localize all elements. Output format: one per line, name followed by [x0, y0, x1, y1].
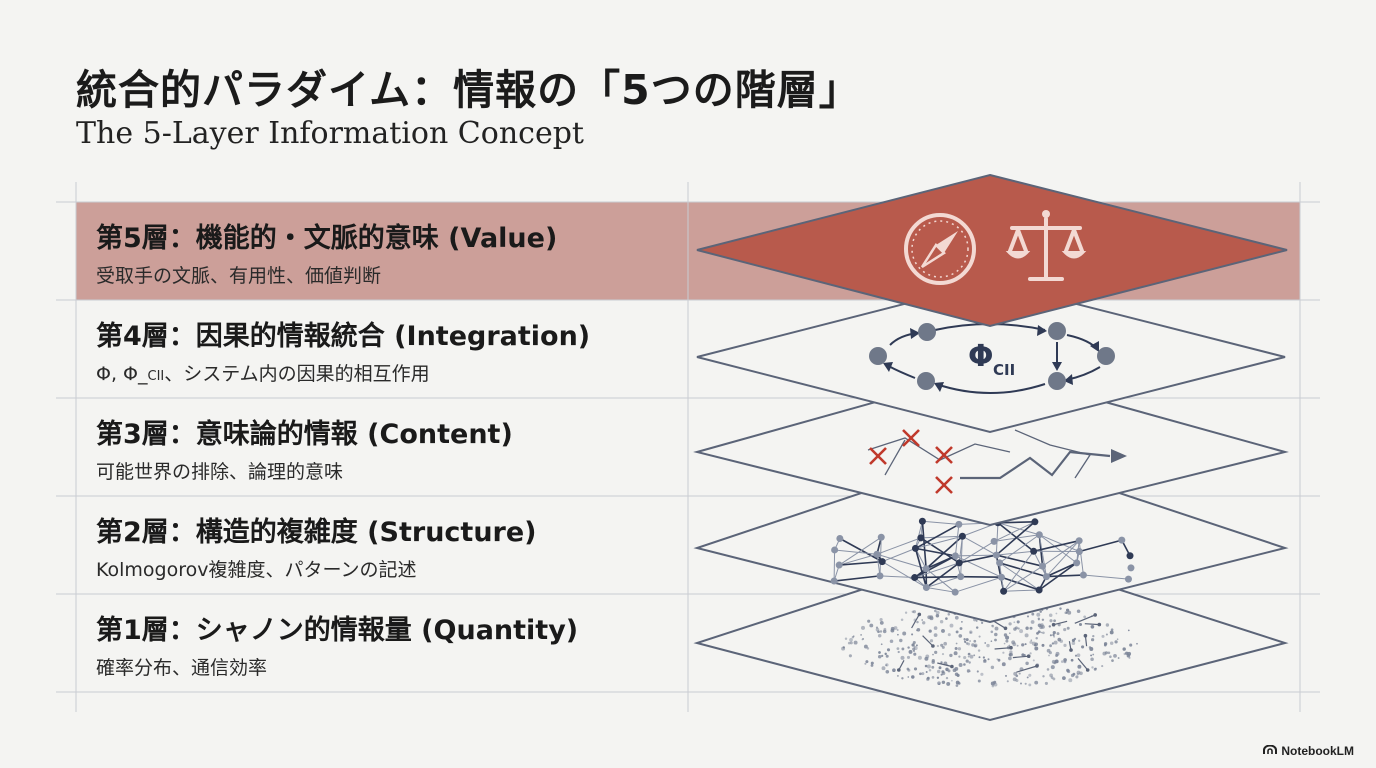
- brand-text: NotebookLM: [1281, 744, 1354, 758]
- layer-5-desc: 受取手の文脈、有用性、価値判断: [96, 265, 382, 287]
- layer-4-desc: Φ, Φ_CII、システム内の因果的相互作用: [96, 359, 590, 386]
- layer-3-title: 第3層：意味論的情報 (Content): [96, 419, 513, 450]
- page-title: 統合的パラダイム：情報の「5つの階層」: [76, 66, 861, 114]
- layer-row-2: 第2層：構造的複雑度 (Structure) Kolmogorov複雑度、パター…: [76, 496, 1300, 594]
- layer-4-desc-rest: 、システム内の因果的相互作用: [164, 363, 430, 385]
- layer-1-title: 第1層：シャノン的情報量 (Quantity): [96, 615, 579, 646]
- page-subtitle: The 5-Layer Information Concept: [76, 116, 584, 151]
- layer-row-5: 第5層：機能的・文脈的意味 (Value) 受取手の文脈、有用性、価値判断: [76, 202, 1300, 300]
- layer-row-3: 第3層：意味論的情報 (Content) 可能世界の排除、論理的意味: [76, 398, 1300, 496]
- brand-logo: NotebookLM: [1263, 744, 1354, 758]
- layer-4-desc-sub: CII: [147, 369, 165, 384]
- layer-5-title: 第5層：機能的・文脈的意味 (Value): [96, 223, 558, 254]
- layer-2-desc: Kolmogorov複雑度、パターンの記述: [96, 559, 417, 581]
- n-logo-icon: [1263, 744, 1278, 758]
- layer-4-desc-phi: Φ, Φ_: [96, 363, 148, 385]
- layer-1-desc: 確率分布、通信効率: [96, 657, 268, 679]
- layer-4-title: 第4層：因果的情報統合 (Integration): [96, 321, 591, 352]
- layer-row-1: 第1層：シャノン的情報量 (Quantity) 確率分布、通信効率: [76, 594, 1300, 692]
- layer-row-4: 第4層：因果的情報統合 (Integration) Φ, Φ_CII、システム内…: [76, 300, 1300, 398]
- layer-2-title: 第2層：構造的複雑度 (Structure): [96, 517, 537, 548]
- layer-3-desc: 可能世界の排除、論理的意味: [96, 461, 344, 483]
